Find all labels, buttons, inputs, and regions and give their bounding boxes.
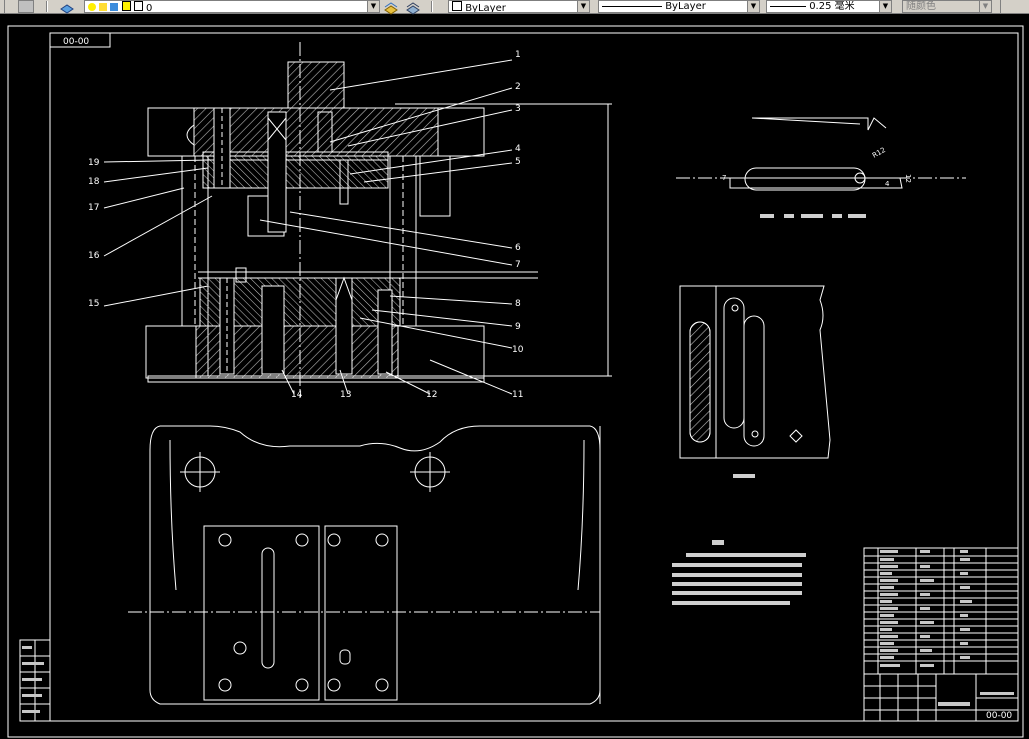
lineweight-combo[interactable]: 0.25 毫米 ▼ bbox=[766, 0, 892, 13]
callout-8: 8 bbox=[515, 299, 521, 309]
callout-18: 18 bbox=[88, 177, 100, 187]
callout-15: 15 bbox=[88, 299, 99, 309]
die-plan-view bbox=[128, 425, 601, 705]
drawing-canvas[interactable]: R12 12 7 4 bbox=[0, 14, 1029, 739]
layer-combo[interactable]: 0 ▼ bbox=[84, 0, 380, 13]
layer-previous-icon[interactable] bbox=[405, 0, 421, 15]
toolbar-grip-right bbox=[1000, 0, 1029, 13]
callout-leaders bbox=[103, 59, 513, 395]
layer-states-icon[interactable] bbox=[60, 0, 74, 14]
callout-14: 14 bbox=[291, 390, 303, 400]
dim-label-4: 4 bbox=[885, 180, 890, 188]
callout-2: 2 bbox=[515, 82, 521, 92]
callout-7: 7 bbox=[515, 260, 521, 270]
top-title-frame bbox=[49, 32, 111, 48]
toolbar-separator bbox=[431, 1, 433, 12]
chevron-down-icon[interactable]: ▼ bbox=[367, 1, 379, 12]
dim-label-7: 7 bbox=[722, 174, 726, 182]
blank-part-drawing bbox=[676, 117, 966, 191]
color-value: ByLayer bbox=[465, 3, 506, 13]
callout-5: 5 bbox=[515, 157, 521, 167]
toolbar-separator bbox=[46, 1, 48, 12]
callout-4: 4 bbox=[515, 144, 521, 154]
title-block bbox=[863, 673, 1019, 722]
callout-12: 12 bbox=[426, 390, 437, 400]
layer-name: 0 bbox=[145, 3, 153, 13]
callout-10: 10 bbox=[512, 345, 524, 355]
die-assembly-section bbox=[145, 42, 612, 398]
properties-toolbar: 0 ▼ ByLayer ▼ ByLayer ▼ 0.25 毫米 ▼ 随颜色 ▼ bbox=[0, 0, 1029, 15]
linetype-value: ByLayer bbox=[665, 1, 706, 12]
callout-17: 17 bbox=[88, 203, 99, 213]
parts-list-text bbox=[22, 550, 1014, 713]
callout-11: 11 bbox=[512, 390, 523, 400]
callout-9: 9 bbox=[515, 322, 521, 332]
layer-manager-button[interactable] bbox=[18, 0, 34, 13]
make-current-layer-icon[interactable] bbox=[383, 0, 399, 15]
callout-1: 1 bbox=[515, 50, 521, 60]
callout-3: 3 bbox=[515, 104, 521, 114]
callout-16: 16 bbox=[88, 251, 100, 261]
part-caption bbox=[760, 214, 866, 218]
plotstyle-value: 随颜色 bbox=[906, 1, 936, 12]
callout-13: 13 bbox=[340, 390, 351, 400]
dim-label-r12: R12 bbox=[871, 146, 887, 160]
parts-list-table bbox=[863, 547, 1019, 675]
callout-6: 6 bbox=[515, 243, 521, 253]
plotstyle-combo[interactable]: 随颜色 ▼ bbox=[902, 0, 992, 13]
sheet-inner-border bbox=[49, 32, 1019, 722]
callout-19: 19 bbox=[88, 158, 100, 168]
chevron-down-icon[interactable]: ▼ bbox=[577, 1, 589, 12]
sheet-outer-border bbox=[7, 25, 1024, 738]
toolbar-grip-left bbox=[0, 0, 5, 13]
drawing-number-top: 00-00 bbox=[63, 37, 89, 47]
linetype-combo[interactable]: ByLayer ▼ bbox=[598, 0, 760, 13]
detail-caption bbox=[733, 474, 755, 478]
drawing-number-bottom: 00-00 bbox=[986, 711, 1012, 721]
dim-label-12: 12 bbox=[904, 174, 912, 183]
strip-layout-detail bbox=[679, 285, 831, 459]
part-dimension-labels: R12 12 7 4 bbox=[722, 146, 912, 188]
color-combo[interactable]: ByLayer ▼ bbox=[448, 0, 590, 13]
chevron-down-icon[interactable]: ▼ bbox=[747, 1, 759, 12]
callout-numbers: 1 2 3 4 5 6 7 8 9 10 11 12 13 14 15 16 1… bbox=[88, 50, 524, 400]
lineweight-value: 0.25 毫米 bbox=[809, 1, 855, 12]
chevron-down-icon[interactable]: ▼ bbox=[879, 1, 891, 12]
chevron-down-icon[interactable]: ▼ bbox=[979, 1, 991, 12]
technical-notes bbox=[672, 540, 806, 605]
